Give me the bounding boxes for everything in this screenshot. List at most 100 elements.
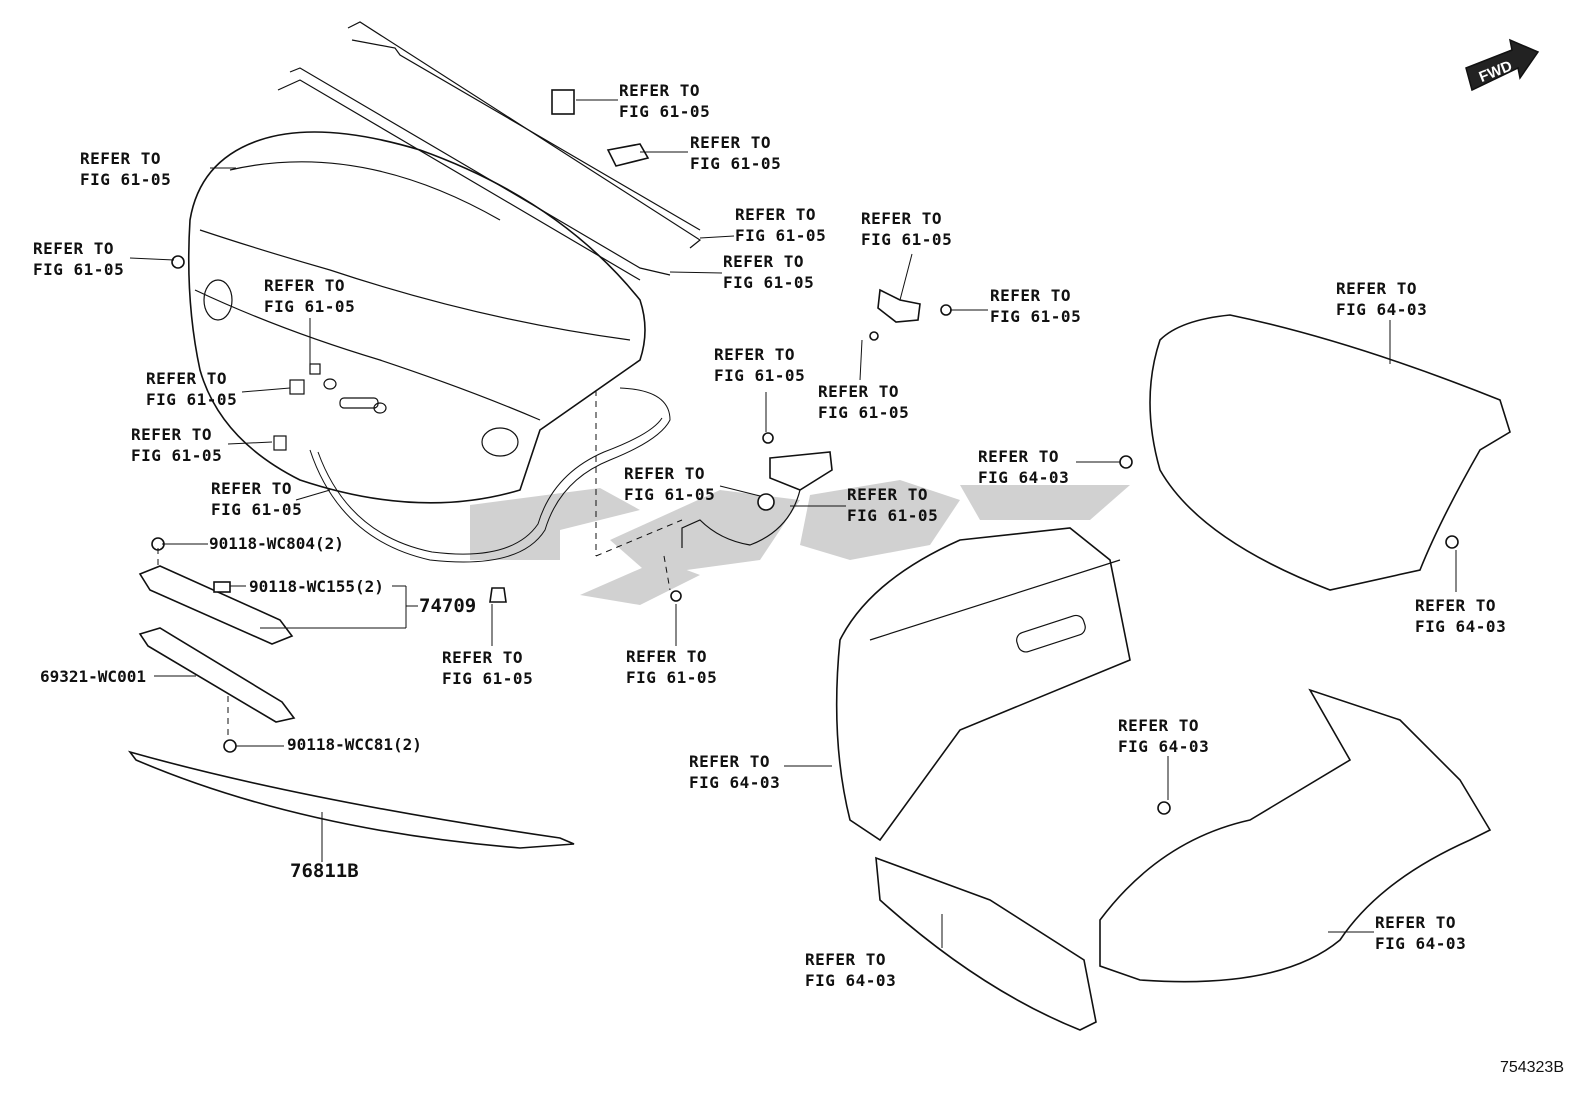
- refer-line1: REFER TO: [818, 382, 900, 401]
- refer-label-trim-clip-2: REFER TO FIG 64-03: [1415, 595, 1506, 637]
- refer-line2: FIG 61-05: [626, 668, 718, 687]
- refer-line1: REFER TO: [211, 479, 293, 498]
- part-number-garnish: 69321-WC001: [40, 667, 146, 686]
- refer-label-trim-clip-1: REFER TO FIG 64-03: [978, 446, 1069, 488]
- refer-line2: FIG 61-05: [818, 403, 910, 422]
- refer-line1: REFER TO: [735, 205, 817, 224]
- refer-label-lock: REFER TO FIG 61-05: [619, 80, 710, 122]
- refer-line2: FIG 64-03: [805, 971, 897, 990]
- refer-label-trunk-lid: REFER TO FIG 61-05: [80, 148, 171, 190]
- refer-line1: REFER TO: [80, 149, 162, 168]
- trunk-trim-front: [1149, 314, 1511, 591]
- leader-lines: [129, 99, 1457, 948]
- refer-line1: REFER TO: [146, 369, 228, 388]
- refer-label-plate-2: REFER TO FIG 61-05: [131, 424, 222, 466]
- trunk-trim-left: [835, 527, 1131, 842]
- refer-line1: REFER TO: [978, 447, 1060, 466]
- lock-part: [551, 89, 575, 115]
- refer-line2: FIG 61-05: [723, 273, 815, 292]
- refer-label-emblem: REFER TO FIG 61-05: [264, 275, 355, 317]
- refer-line1: REFER TO: [626, 647, 708, 666]
- refer-line1: REFER TO: [624, 464, 706, 483]
- refer-label-hinge: REFER TO FIG 61-05: [847, 484, 938, 526]
- trunk-lid: [187, 131, 646, 504]
- refer-line1: REFER TO: [619, 81, 701, 100]
- forward-arrow-icon: FWD: [1465, 38, 1540, 92]
- garnish-assembly: [138, 537, 507, 753]
- rear-sill-plate: [875, 856, 1097, 1031]
- refer-line2: FIG 64-03: [689, 773, 781, 792]
- refer-line1: REFER TO: [1375, 913, 1457, 932]
- refer-line2: FIG 61-05: [847, 506, 939, 525]
- refer-line1: REFER TO: [442, 648, 524, 667]
- refer-line2: FIG 61-05: [735, 226, 827, 245]
- refer-line1: REFER TO: [1336, 279, 1418, 298]
- trunk-hinge: [670, 432, 833, 602]
- refer-line1: REFER TO: [690, 133, 772, 152]
- spoiler: [127, 750, 575, 849]
- refer-label-trim-left: REFER TO FIG 64-03: [689, 751, 780, 793]
- refer-line2: FIG 61-05: [146, 390, 238, 409]
- refer-line2: FIG 64-03: [1415, 617, 1507, 636]
- refer-line2: FIG 61-05: [714, 366, 806, 385]
- refer-line2: FIG 61-05: [264, 297, 356, 316]
- refer-label-plate-1: REFER TO FIG 61-05: [146, 368, 237, 410]
- diagram-code: 754323B: [1499, 1059, 1564, 1076]
- refer-label-hinge-bush: REFER TO FIG 61-05: [624, 463, 715, 505]
- part-number-bolt-bottom: 90118-WCC81(2): [287, 735, 422, 754]
- refer-line2: FIG 61-05: [80, 170, 172, 189]
- bumper-part: [171, 255, 185, 269]
- refer-label-latch-bracket: REFER TO FIG 61-05: [861, 208, 952, 250]
- refer-label-trim-right: REFER TO FIG 64-03: [1375, 912, 1466, 954]
- refer-label-clip: REFER TO FIG 61-05: [442, 647, 533, 689]
- refer-line2: FIG 61-05: [442, 669, 534, 688]
- refer-line2: FIG 61-05: [624, 485, 716, 504]
- trunk-trim-right: [1099, 688, 1492, 983]
- refer-line2: FIG 61-05: [990, 307, 1082, 326]
- refer-line1: REFER TO: [723, 252, 805, 271]
- refer-line2: FIG 61-05: [211, 500, 303, 519]
- refer-line2: FIG 61-05: [619, 102, 711, 121]
- latch-bracket: [877, 288, 921, 323]
- refer-line1: REFER TO: [861, 209, 943, 228]
- refer-line2: FIG 61-05: [131, 446, 223, 465]
- part-number-bolt-top: 90118-WC804(2): [209, 534, 344, 553]
- striker-part: [606, 143, 650, 167]
- refer-line1: REFER TO: [1118, 716, 1200, 735]
- refer-line1: REFER TO: [33, 239, 115, 258]
- refer-line2: FIG 61-05: [861, 230, 953, 249]
- refer-label-trim-clip-3: REFER TO FIG 64-03: [1118, 715, 1209, 757]
- refer-line2: FIG 64-03: [1375, 934, 1467, 953]
- refer-line1: REFER TO: [847, 485, 929, 504]
- refer-line2: FIG 64-03: [978, 468, 1070, 487]
- refer-line1: REFER TO: [264, 276, 346, 295]
- refer-line1: REFER TO: [990, 286, 1072, 305]
- refer-label-latch-bolt: REFER TO FIG 61-05: [818, 381, 909, 423]
- refer-label-striker: REFER TO FIG 61-05: [690, 132, 781, 174]
- part-number-group: 74709: [419, 595, 477, 617]
- refer-label-hinge-nut: REFER TO FIG 61-05: [626, 646, 717, 688]
- refer-label-torsion-bar-1: REFER TO FIG 61-05: [735, 204, 826, 246]
- refer-line2: FIG 64-03: [1118, 737, 1210, 756]
- torsion-bars: [277, 21, 702, 281]
- refer-label-latch-nut: REFER TO FIG 61-05: [990, 285, 1081, 327]
- refer-line2: FIG 61-05: [690, 154, 782, 173]
- refer-label-hinge-bolt: REFER TO FIG 61-05: [714, 344, 805, 386]
- refer-line1: REFER TO: [805, 950, 887, 969]
- part-number-spoiler: 76811B: [290, 860, 359, 882]
- refer-line1: REFER TO: [714, 345, 796, 364]
- refer-label-bumper: REFER TO FIG 61-05: [33, 238, 124, 280]
- refer-line1: REFER TO: [689, 752, 771, 771]
- dashed-guides: [157, 390, 683, 740]
- refer-line1: REFER TO: [1415, 596, 1497, 615]
- watermark-logo: [470, 480, 1130, 605]
- refer-label-trim-front: REFER TO FIG 64-03: [1336, 278, 1427, 320]
- part-number-clip-mid: 90118-WC155(2): [249, 577, 384, 596]
- refer-label-weatherstrip: REFER TO FIG 61-05: [211, 478, 302, 520]
- refer-line2: FIG 61-05: [33, 260, 125, 279]
- weatherstrip: [309, 387, 671, 563]
- refer-label-sill-plate: REFER TO FIG 64-03: [805, 949, 896, 991]
- refer-line2: FIG 64-03: [1336, 300, 1428, 319]
